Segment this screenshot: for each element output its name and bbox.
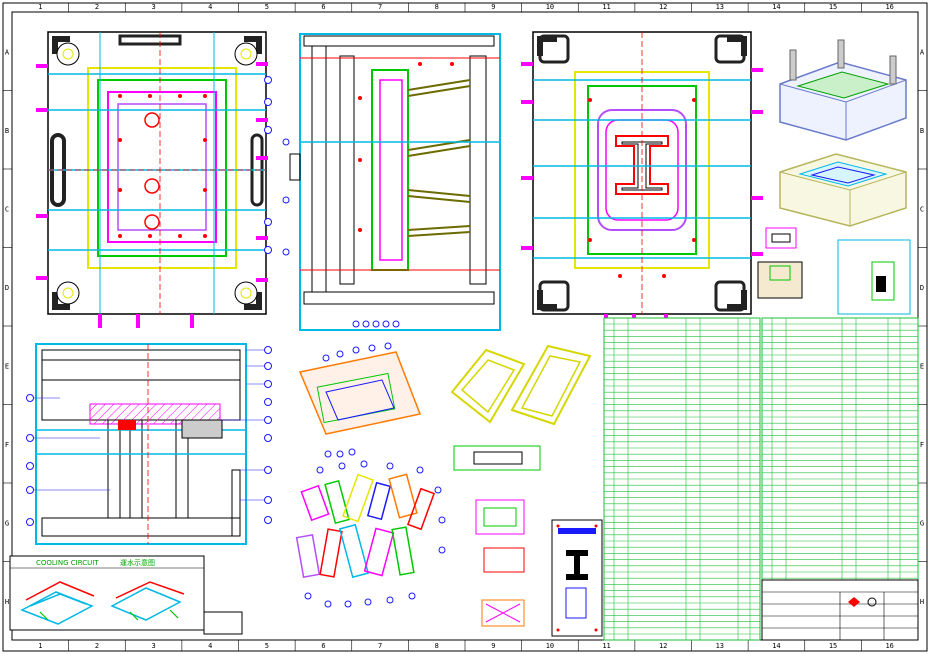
zone-row-label: C <box>920 205 924 213</box>
zone-row-label: B <box>5 127 9 135</box>
zone-row-label: E <box>920 362 924 370</box>
zone-col-label: 3 <box>151 642 155 650</box>
zone-col-label: 14 <box>772 642 780 650</box>
zone-row-label: F <box>5 441 9 449</box>
zone-row-label: C <box>5 205 9 213</box>
zone-row-label: G <box>5 519 9 527</box>
zone-row-label: D <box>5 284 9 292</box>
section-details <box>453 445 603 637</box>
zone-col-label: 4 <box>208 3 212 11</box>
cavity-plan-view <box>521 31 763 328</box>
zone-col-label: 5 <box>265 642 269 650</box>
zone-col-label: 12 <box>659 3 667 11</box>
zone-row-label: G <box>920 519 924 527</box>
zone-col-label: 14 <box>772 3 780 11</box>
zone-col-label: 9 <box>491 642 495 650</box>
zone-col-label: 7 <box>378 642 382 650</box>
zone-col-label: 10 <box>546 642 554 650</box>
zone-col-label: 12 <box>659 642 667 650</box>
zone-col-label: 2 <box>95 3 99 11</box>
bill-of-materials <box>603 317 919 641</box>
front-section-view <box>26 343 272 545</box>
zone-col-label: 11 <box>602 642 610 650</box>
zone-row-label: A <box>5 48 10 56</box>
zone-row-label: E <box>5 362 9 370</box>
detail-views <box>757 227 911 315</box>
zone-labels: 1122334455667788991010111112121313141415… <box>3 3 927 651</box>
zone-col-label: 6 <box>321 642 325 650</box>
side-section-view <box>282 33 501 331</box>
cooling-circuit-panel: COOLING CIRCUIT 運水示意图 <box>9 555 243 635</box>
exploded-component-views <box>295 342 446 608</box>
zone-col-label: 4 <box>208 642 212 650</box>
zone-row-label: F <box>920 441 924 449</box>
zone-row-label: H <box>920 598 924 606</box>
zone-col-label: 1 <box>38 642 42 650</box>
zone-col-label: 11 <box>602 3 610 11</box>
isometric-mold-views <box>779 39 907 227</box>
product-outline-views <box>450 344 592 426</box>
core-plan-view <box>36 31 272 328</box>
zone-col-label: 13 <box>716 3 724 11</box>
zone-col-label: 13 <box>716 642 724 650</box>
zone-row-label: A <box>920 48 925 56</box>
zone-col-label: 2 <box>95 642 99 650</box>
zone-row-label: D <box>920 284 924 292</box>
zone-col-label: 7 <box>378 3 382 11</box>
zone-col-label: 5 <box>265 3 269 11</box>
zone-row-label: H <box>5 598 9 606</box>
zone-col-label: 8 <box>435 3 439 11</box>
zone-col-label: 1 <box>38 3 42 11</box>
zone-col-label: 16 <box>885 642 893 650</box>
zone-col-label: 9 <box>491 3 495 11</box>
zone-col-label: 3 <box>151 3 155 11</box>
zone-col-label: 6 <box>321 3 325 11</box>
zone-col-label: 16 <box>885 3 893 11</box>
zone-col-label: 15 <box>829 3 837 11</box>
cooling-circuit-title-cn: 運水示意图 <box>120 558 155 567</box>
zone-col-label: 8 <box>435 642 439 650</box>
cooling-circuit-title: COOLING CIRCUIT <box>36 559 99 567</box>
zone-row-label: B <box>920 127 924 135</box>
zone-col-label: 10 <box>546 3 554 11</box>
zone-col-label: 15 <box>829 642 837 650</box>
